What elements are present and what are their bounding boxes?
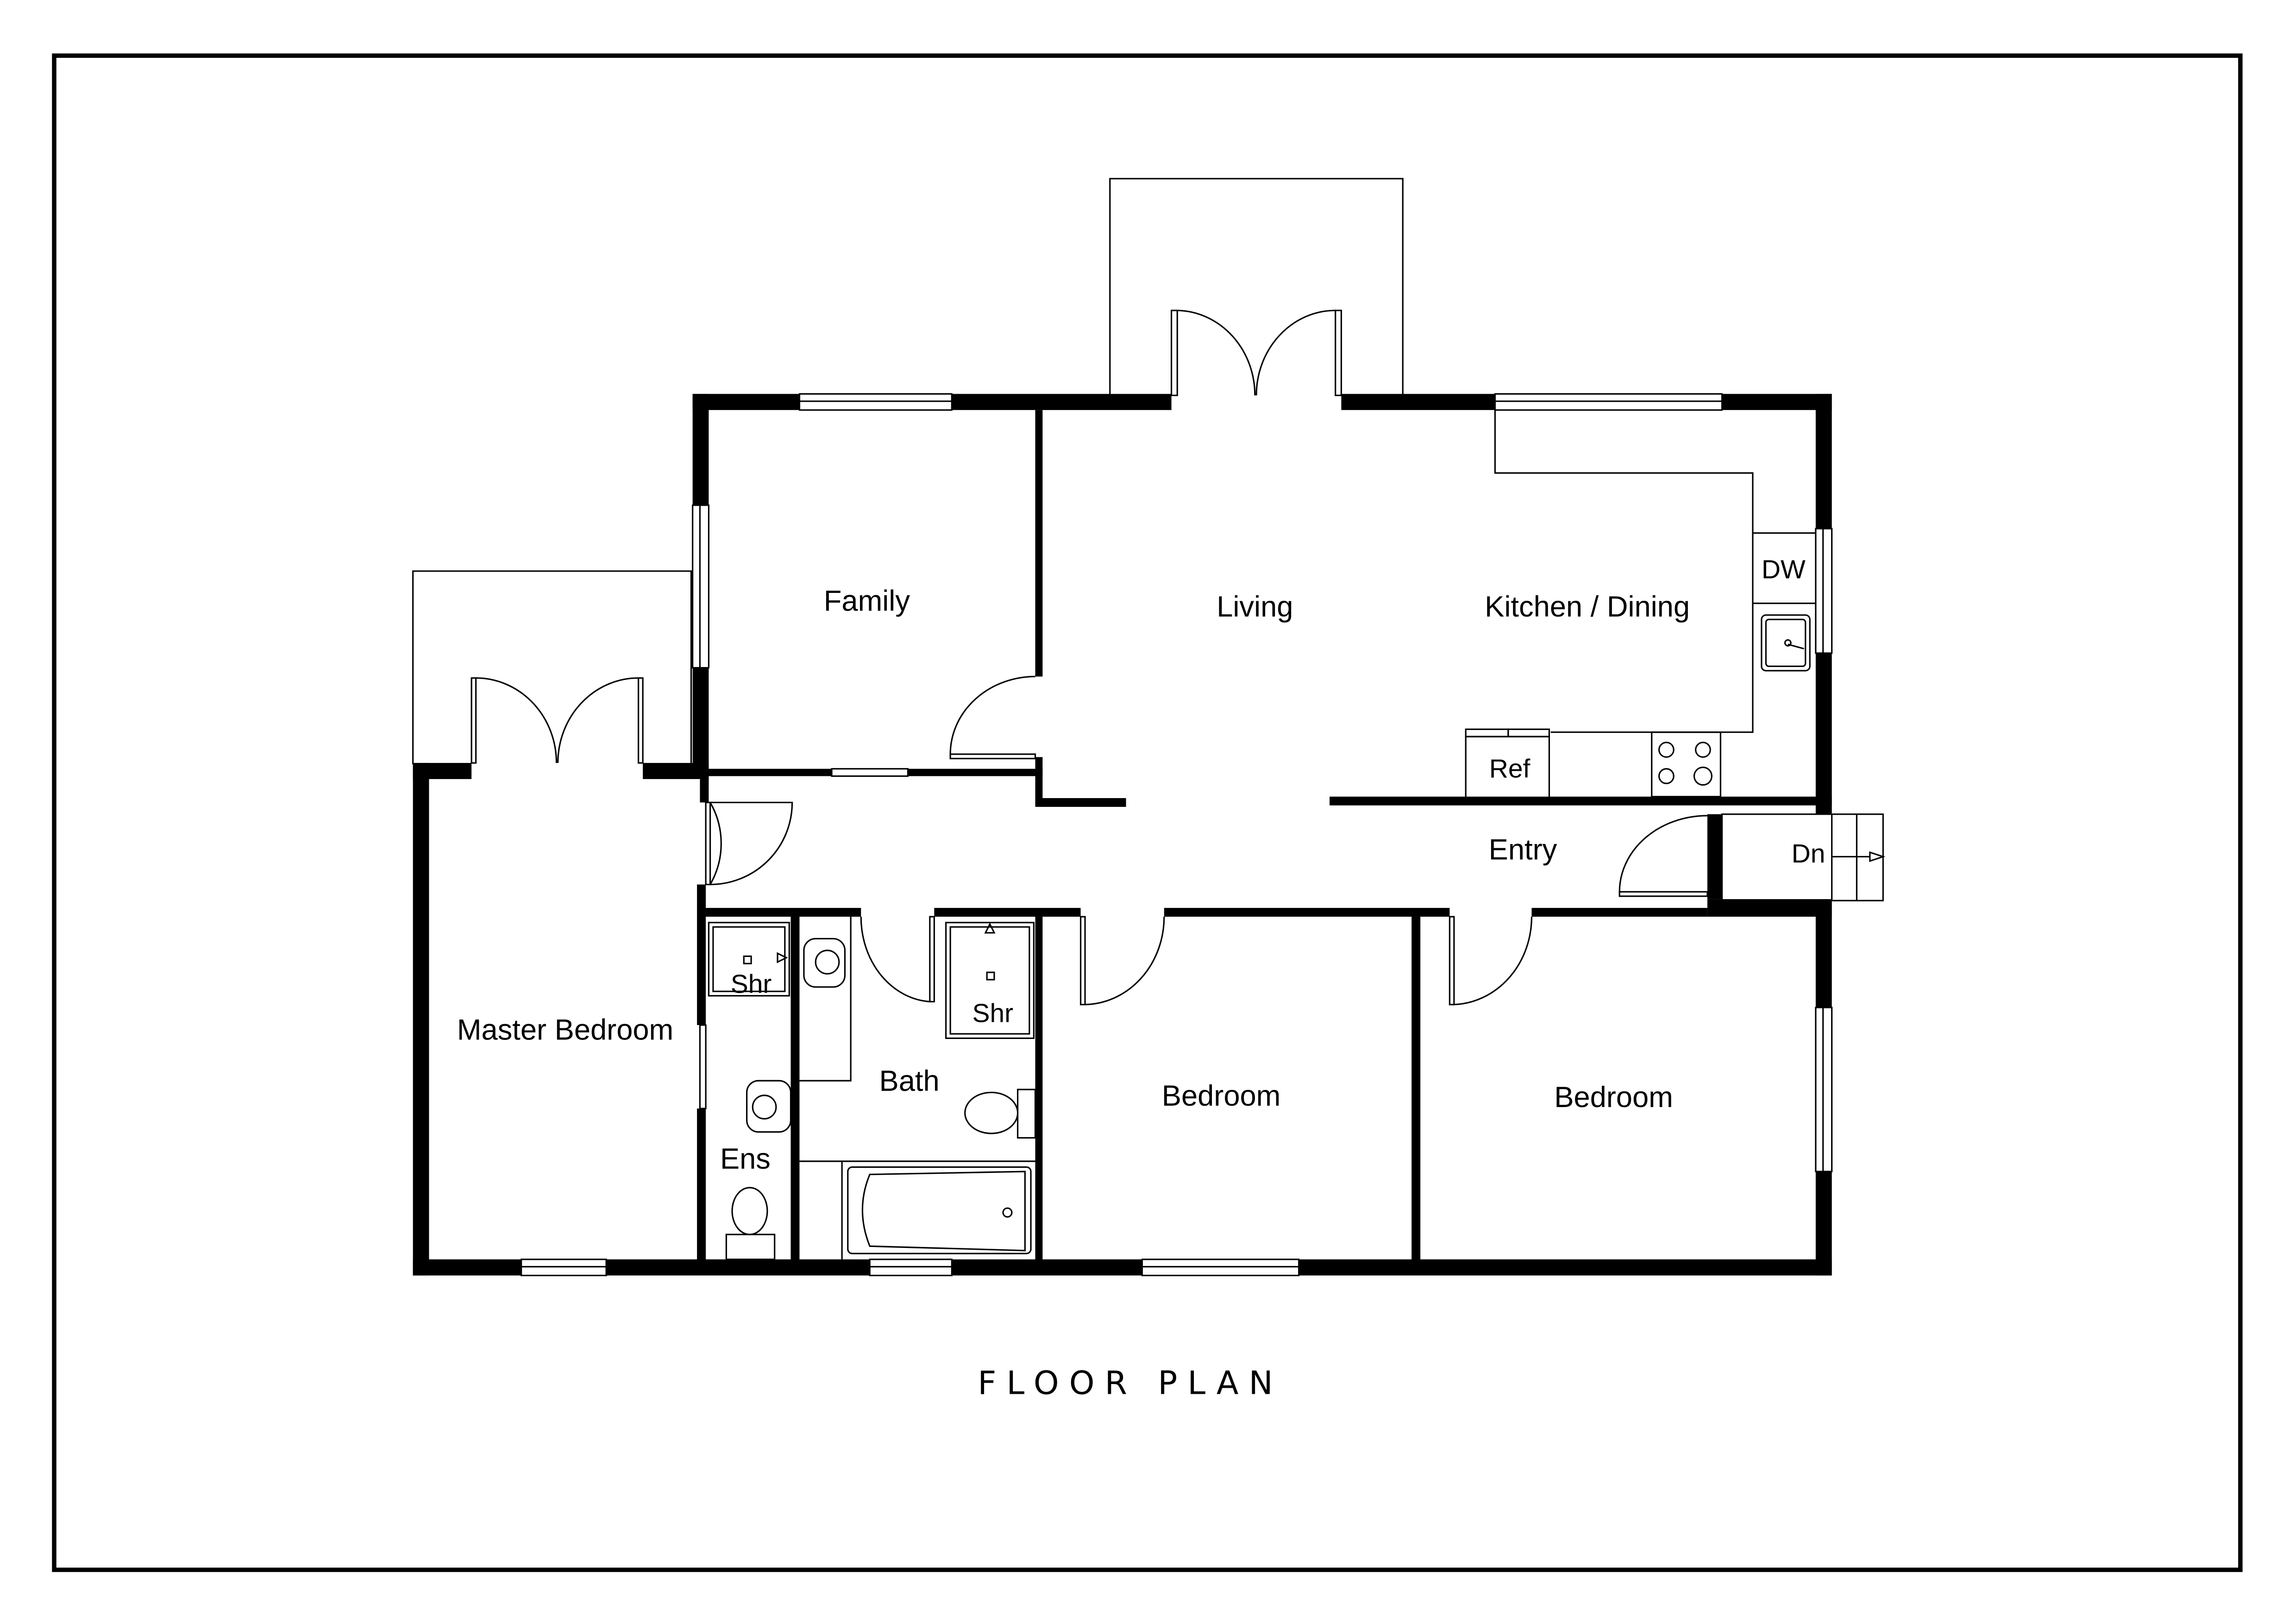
room-label-bath: Bath — [879, 1065, 940, 1097]
stairs-down — [1721, 813, 1886, 901]
kitchen-fixtures — [1465, 410, 1816, 799]
fixture-label-bath-shower: Shr — [972, 999, 1014, 1028]
room-label-family: Family — [824, 585, 910, 617]
fixture-label-ensuite-shower: Shr — [731, 969, 772, 999]
plan-title: FLOOR PLAN — [978, 1365, 1283, 1402]
room-label-ensuite: Ens — [720, 1143, 771, 1175]
room-label-kitchen-dining: Kitchen / Dining — [1485, 591, 1690, 623]
doors — [470, 309, 1708, 1006]
interior-walls — [697, 410, 1832, 1270]
fixture-label-refrigerator: Ref — [1489, 754, 1531, 784]
bathroom-fixtures — [708, 917, 1036, 1260]
windows — [521, 393, 1833, 1277]
exterior-walls — [413, 394, 1832, 1276]
room-label-bedroom-2: Bedroom — [1162, 1080, 1281, 1112]
room-label-master-bedroom: Master Bedroom — [457, 1014, 673, 1046]
room-label-entry: Entry — [1489, 834, 1557, 866]
room-label-living: Living — [1217, 591, 1293, 623]
room-label-bedroom-3: Bedroom — [1554, 1081, 1673, 1114]
sheet-border — [52, 53, 2243, 1572]
top-patio — [1109, 178, 1404, 396]
fixture-label-stairs-down: Dn — [1792, 839, 1826, 869]
fixture-label-dishwasher: DW — [1762, 555, 1806, 585]
left-patio — [412, 570, 692, 765]
